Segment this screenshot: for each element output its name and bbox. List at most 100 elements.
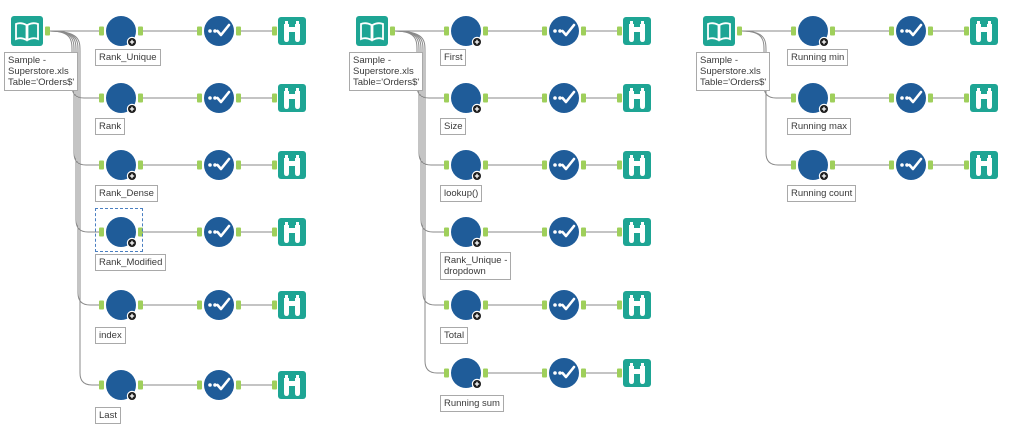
select-input-anchor-2-2[interactable] <box>542 93 547 103</box>
multi-row-formula-tool-1-6[interactable] <box>105 369 139 403</box>
select-input-anchor-3-2[interactable] <box>889 93 894 103</box>
browse-input-anchor-1-2[interactable] <box>272 93 277 103</box>
browse-tool-2-1[interactable] <box>623 17 651 45</box>
select-input-anchor-1-4[interactable] <box>197 227 202 237</box>
select-tool-1-6[interactable] <box>203 369 235 401</box>
formula-output-anchor-1-1[interactable] <box>138 26 143 36</box>
input-output-anchor-2[interactable] <box>390 26 395 36</box>
input-output-anchor-3[interactable] <box>737 26 742 36</box>
formula-input-anchor-1-1[interactable] <box>99 26 104 36</box>
select-output-anchor-2-6[interactable] <box>581 368 586 378</box>
browse-input-anchor-2-6[interactable] <box>617 368 622 378</box>
select-input-anchor-3-1[interactable] <box>889 26 894 36</box>
multi-row-formula-tool-1-5[interactable] <box>105 289 139 323</box>
formula-input-anchor-2-4[interactable] <box>444 227 449 237</box>
browse-input-anchor-1-5[interactable] <box>272 300 277 310</box>
browse-tool-2-4[interactable] <box>623 218 651 246</box>
formula-input-anchor-1-2[interactable] <box>99 93 104 103</box>
browse-tool-3-1[interactable] <box>970 17 998 45</box>
select-tool-1-5[interactable] <box>203 289 235 321</box>
formula-output-anchor-2-6[interactable] <box>483 368 488 378</box>
select-tool-2-5[interactable] <box>548 289 580 321</box>
formula-input-anchor-2-5[interactable] <box>444 300 449 310</box>
multi-row-formula-tool-2-4[interactable] <box>450 216 484 250</box>
select-tool-1-2[interactable] <box>203 82 235 114</box>
formula-input-anchor-1-4[interactable] <box>99 227 104 237</box>
browse-tool-1-4[interactable] <box>278 218 306 246</box>
formula-input-anchor-3-1[interactable] <box>791 26 796 36</box>
select-tool-3-1[interactable] <box>895 15 927 47</box>
select-input-anchor-1-1[interactable] <box>197 26 202 36</box>
browse-input-anchor-3-3[interactable] <box>964 160 969 170</box>
select-output-anchor-1-3[interactable] <box>236 160 241 170</box>
browse-tool-1-3[interactable] <box>278 151 306 179</box>
select-output-anchor-1-1[interactable] <box>236 26 241 36</box>
select-input-anchor-2-1[interactable] <box>542 26 547 36</box>
select-tool-2-1[interactable] <box>548 15 580 47</box>
browse-tool-1-1[interactable] <box>278 17 306 45</box>
formula-input-anchor-3-2[interactable] <box>791 93 796 103</box>
browse-tool-2-5[interactable] <box>623 291 651 319</box>
select-input-anchor-2-6[interactable] <box>542 368 547 378</box>
select-input-anchor-3-3[interactable] <box>889 160 894 170</box>
select-output-anchor-1-4[interactable] <box>236 227 241 237</box>
formula-input-anchor-3-3[interactable] <box>791 160 796 170</box>
formula-output-anchor-2-3[interactable] <box>483 160 488 170</box>
formula-output-anchor-1-4[interactable] <box>138 227 143 237</box>
multi-row-formula-tool-3-3[interactable] <box>797 149 831 183</box>
formula-output-anchor-1-3[interactable] <box>138 160 143 170</box>
select-input-anchor-2-5[interactable] <box>542 300 547 310</box>
multi-row-formula-tool-1-3[interactable] <box>105 149 139 183</box>
formula-output-anchor-3-2[interactable] <box>830 93 835 103</box>
select-tool-1-3[interactable] <box>203 149 235 181</box>
select-tool-1-1[interactable] <box>203 15 235 47</box>
formula-input-anchor-2-1[interactable] <box>444 26 449 36</box>
formula-output-anchor-3-1[interactable] <box>830 26 835 36</box>
multi-row-formula-tool-2-3[interactable] <box>450 149 484 183</box>
formula-input-anchor-2-2[interactable] <box>444 93 449 103</box>
multi-row-formula-tool-2-2[interactable] <box>450 82 484 116</box>
select-output-anchor-2-5[interactable] <box>581 300 586 310</box>
browse-input-anchor-2-2[interactable] <box>617 93 622 103</box>
formula-output-anchor-1-5[interactable] <box>138 300 143 310</box>
select-input-anchor-1-3[interactable] <box>197 160 202 170</box>
multi-row-formula-tool-3-2[interactable] <box>797 82 831 116</box>
browse-tool-1-5[interactable] <box>278 291 306 319</box>
multi-row-formula-tool-2-5[interactable] <box>450 289 484 323</box>
select-output-anchor-1-6[interactable] <box>236 380 241 390</box>
select-input-anchor-2-3[interactable] <box>542 160 547 170</box>
formula-output-anchor-2-1[interactable] <box>483 26 488 36</box>
formula-input-anchor-2-3[interactable] <box>444 160 449 170</box>
multi-row-formula-tool-1-2[interactable] <box>105 82 139 116</box>
browse-tool-1-2[interactable] <box>278 84 306 112</box>
browse-input-anchor-1-4[interactable] <box>272 227 277 237</box>
select-output-anchor-2-1[interactable] <box>581 26 586 36</box>
browse-tool-2-3[interactable] <box>623 151 651 179</box>
select-output-anchor-1-2[interactable] <box>236 93 241 103</box>
select-input-anchor-1-2[interactable] <box>197 93 202 103</box>
select-input-anchor-1-5[interactable] <box>197 300 202 310</box>
formula-input-anchor-1-5[interactable] <box>99 300 104 310</box>
browse-input-anchor-3-2[interactable] <box>964 93 969 103</box>
formula-input-anchor-1-3[interactable] <box>99 160 104 170</box>
input-data-tool-1[interactable] <box>11 16 43 46</box>
select-input-anchor-2-4[interactable] <box>542 227 547 237</box>
select-output-anchor-3-1[interactable] <box>928 26 933 36</box>
select-tool-2-4[interactable] <box>548 216 580 248</box>
browse-input-anchor-2-5[interactable] <box>617 300 622 310</box>
select-input-anchor-1-6[interactable] <box>197 380 202 390</box>
input-data-tool-3[interactable] <box>703 16 735 46</box>
select-tool-3-2[interactable] <box>895 82 927 114</box>
select-output-anchor-2-3[interactable] <box>581 160 586 170</box>
browse-tool-2-6[interactable] <box>623 359 651 387</box>
browse-input-anchor-2-3[interactable] <box>617 160 622 170</box>
select-output-anchor-3-3[interactable] <box>928 160 933 170</box>
select-tool-2-3[interactable] <box>548 149 580 181</box>
browse-input-anchor-3-1[interactable] <box>964 26 969 36</box>
multi-row-formula-tool-3-1[interactable] <box>797 15 831 49</box>
formula-output-anchor-1-6[interactable] <box>138 380 143 390</box>
multi-row-formula-tool-2-1[interactable] <box>450 15 484 49</box>
select-output-anchor-2-2[interactable] <box>581 93 586 103</box>
formula-input-anchor-1-6[interactable] <box>99 380 104 390</box>
